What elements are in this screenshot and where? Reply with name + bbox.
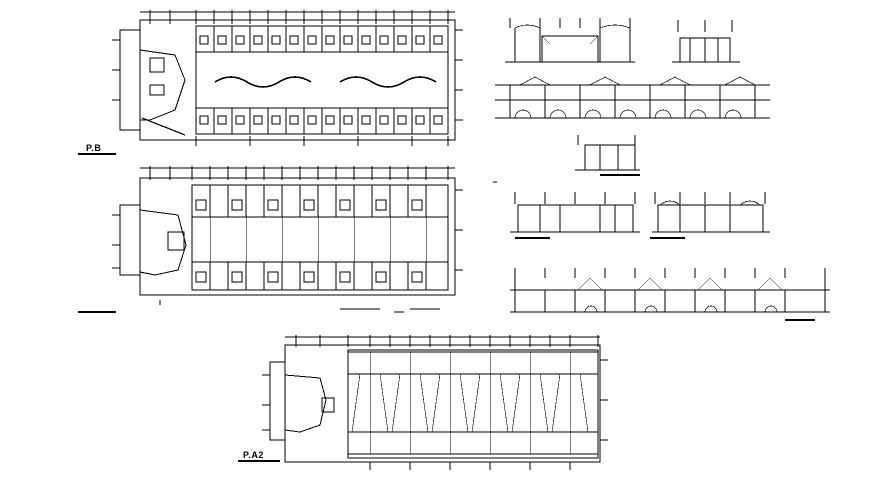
elevation-front (495, 76, 770, 119)
floor-plan-ground (112, 10, 463, 146)
section-4 (510, 192, 640, 239)
plan-title-pa2-underline (238, 460, 280, 462)
section-5 (650, 192, 770, 239)
elevation-side (510, 268, 830, 321)
section-2 (672, 20, 740, 63)
plan-title-pb: P.B (86, 143, 102, 153)
floor-plan-pa2 (262, 335, 608, 470)
floor-plan-upper (112, 166, 463, 313)
plan-title-pb-underline (78, 153, 116, 155)
section-3 (575, 135, 640, 176)
plan-title-pa2: P.A2 (243, 450, 264, 460)
plan-title-upper-underline (78, 311, 116, 313)
section-1 (505, 18, 635, 63)
